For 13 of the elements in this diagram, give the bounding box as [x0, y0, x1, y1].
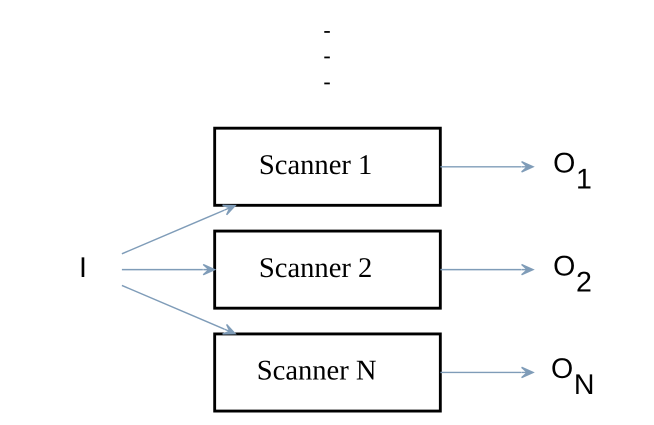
node-box: Scanner 2: [212, 230, 442, 310]
label: -: [322, 16, 330, 43]
arrow: [440, 160, 534, 173]
arrow: [440, 264, 534, 276]
arrow: [121, 204, 236, 254]
label: -: [322, 68, 330, 94]
arrow: [121, 284, 236, 335]
arrow: [121, 264, 215, 276]
arrow: [440, 366, 534, 378]
node-text: I: [78, 252, 86, 284]
node-box: Scanner 1: [212, 126, 442, 207]
node-box: Scanner N: [212, 332, 442, 412]
label: -: [322, 42, 330, 69]
